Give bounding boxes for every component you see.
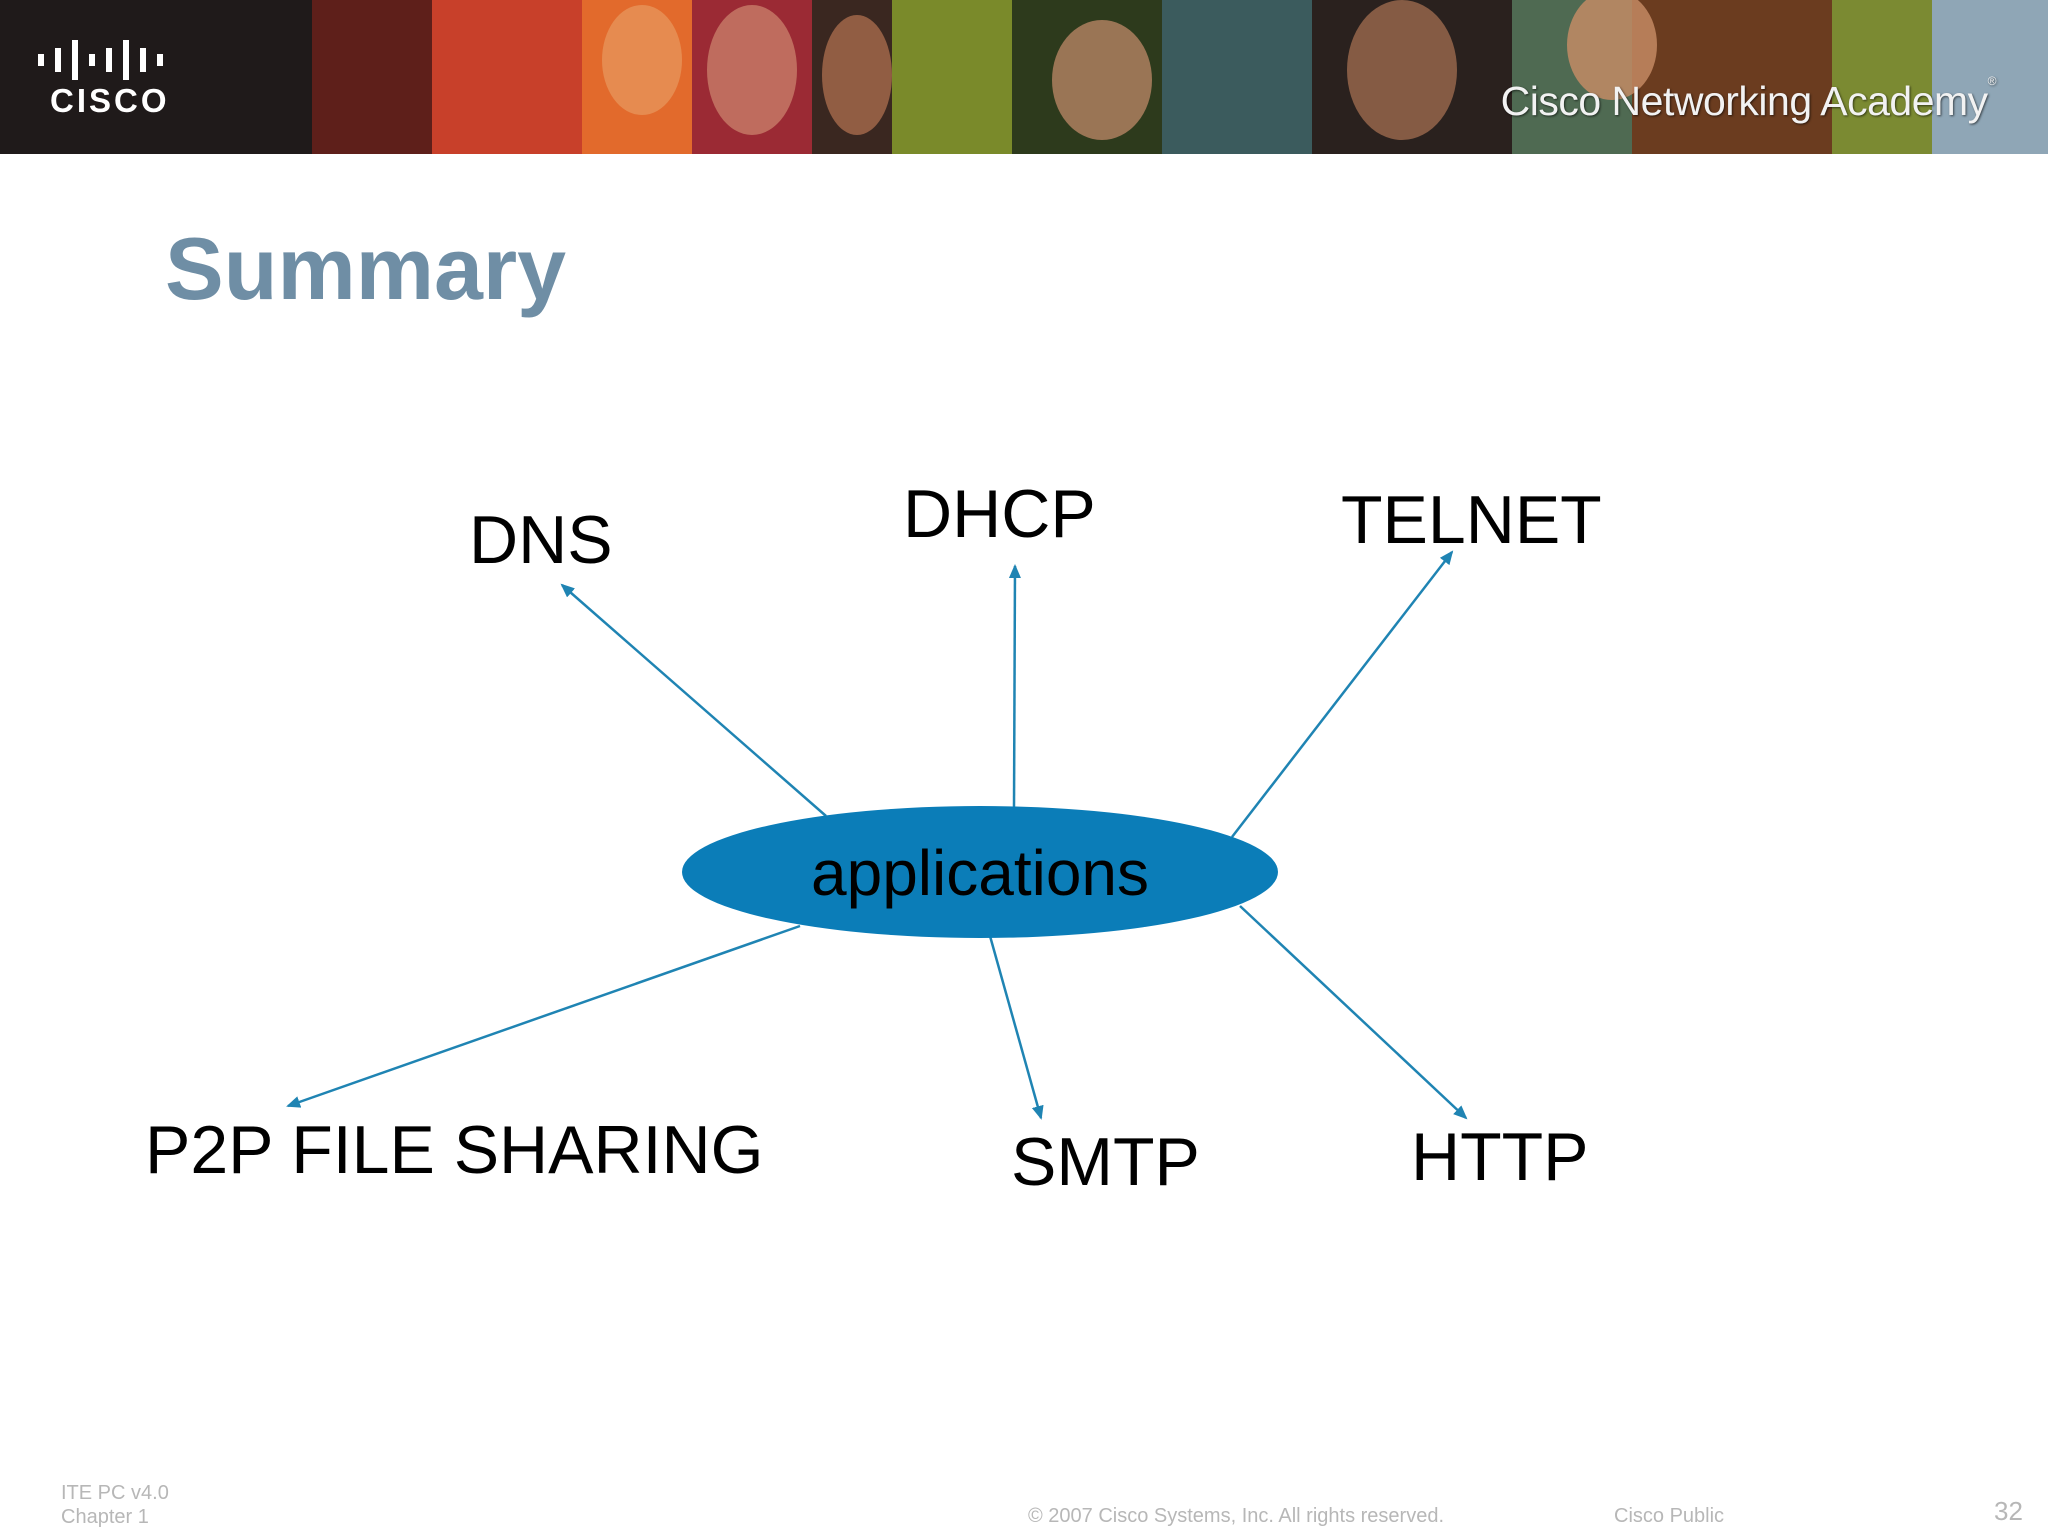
arrow-to-http	[1239, 905, 1468, 1120]
footer-course-info: ITE PC v4.0 Chapter 1	[61, 1481, 169, 1529]
arrow-to-dns	[560, 583, 827, 817]
cisco-logo-text: CISCO	[50, 82, 170, 119]
cisco-logo: CISCO	[0, 0, 312, 154]
banner-photo-collage	[312, 0, 2048, 154]
node-http: HTTP	[1411, 1119, 1589, 1195]
node-p2p: P2P FILE SHARING	[145, 1112, 764, 1188]
node-dns: DNS	[469, 502, 613, 578]
slide-title: Summary	[165, 219, 567, 318]
node-telnet: TELNET	[1341, 482, 1602, 558]
arrow-to-smtp	[988, 935, 1044, 1120]
academy-name: Cisco Networking Academy®	[1500, 74, 1997, 124]
footer-classification: Cisco Public	[1614, 1505, 1725, 1527]
footer-copyright: © 2007 Cisco Systems, Inc. All rights re…	[1028, 1505, 1445, 1527]
footer-course: ITE PC v4.0	[61, 1482, 169, 1504]
node-dhcp: DHCP	[903, 476, 1096, 552]
applications-ellipse	[682, 806, 1278, 938]
header-banner: CISCO Cisco Networking Academy®	[0, 0, 2048, 154]
arrow-to-dhcp	[1008, 564, 1021, 809]
arrow-to-p2p	[286, 924, 801, 1108]
cisco-bars-icon	[38, 40, 163, 80]
center-label: applications	[811, 837, 1149, 909]
node-smtp: SMTP	[1011, 1124, 1200, 1200]
footer-chapter: Chapter 1	[61, 1506, 149, 1528]
arrow-to-telnet	[1231, 550, 1454, 838]
page-number: 32	[1994, 1496, 2023, 1526]
